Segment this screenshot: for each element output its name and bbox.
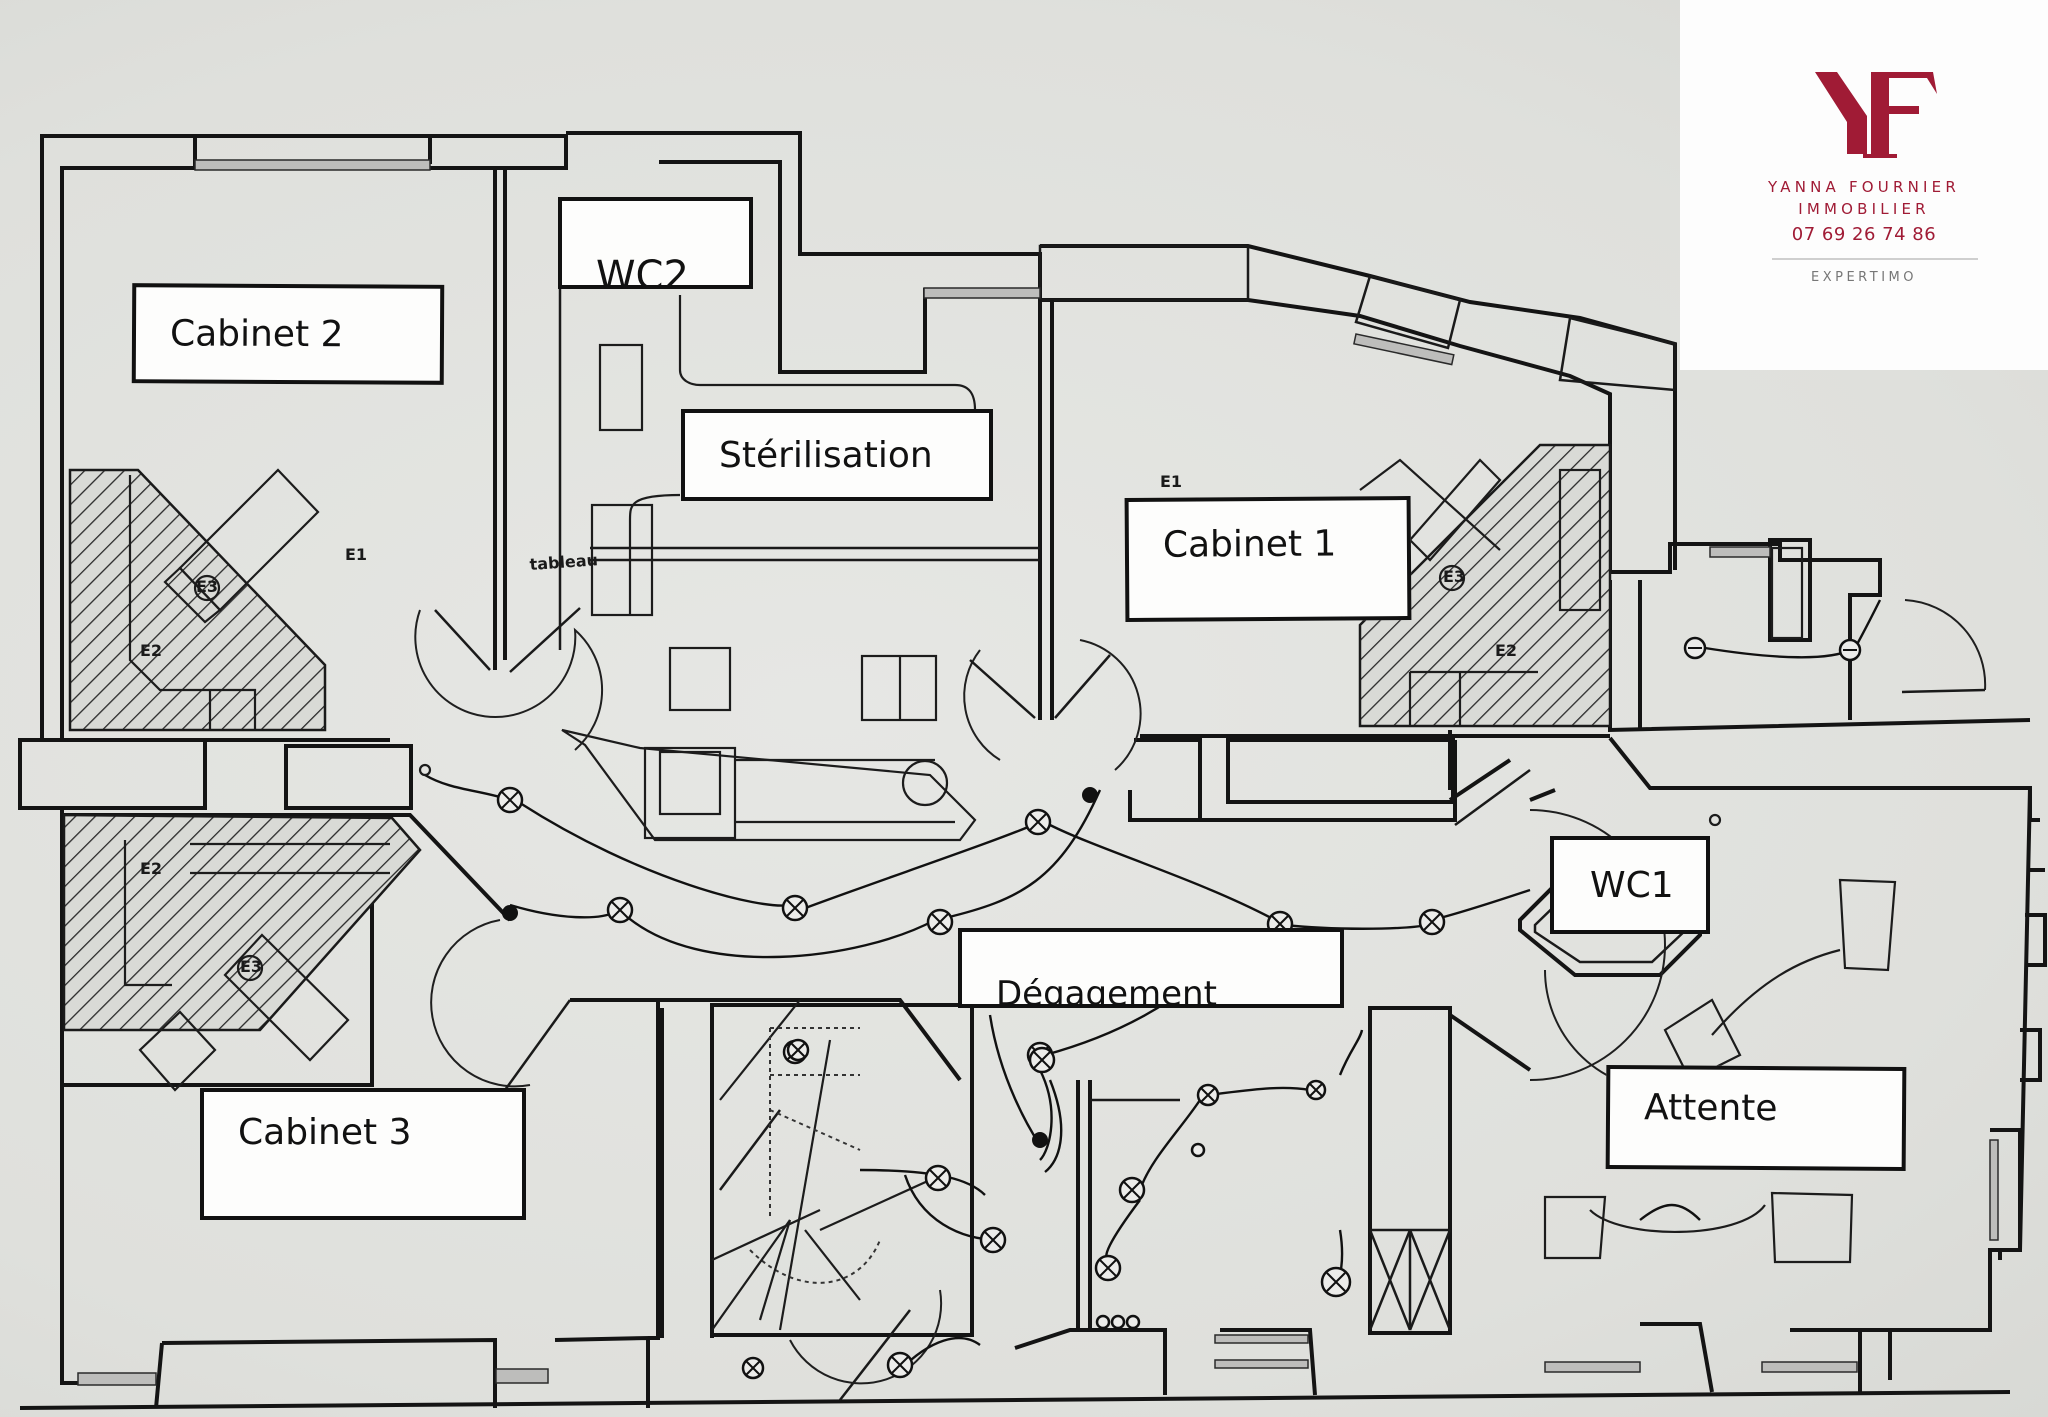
annotation-e2-cabinet3: E2 (140, 859, 162, 878)
staircase (711, 999, 931, 1331)
room-label-text: Stérilisation (719, 434, 933, 476)
ceiling-light (1024, 808, 1052, 836)
annotation-e3-cabinet2: E3 (196, 577, 218, 596)
divider (1772, 258, 1978, 260)
ceiling-light (1305, 1079, 1327, 1101)
annotation-e1-cabinet1: E1 (1160, 472, 1182, 491)
ceiling-light (606, 896, 634, 924)
ceiling-light (924, 1164, 952, 1192)
ceiling-light (1094, 1254, 1122, 1282)
switches (418, 763, 1722, 1148)
wall-light (1125, 1314, 1141, 1330)
windows (77, 159, 1999, 1386)
room-label-cabinet-3: Cabinet 3 (200, 1088, 526, 1220)
ceiling-light (1320, 1266, 1352, 1298)
agency-name: YANNA FOURNIER IMMOBILIER (1680, 176, 2048, 220)
annotation-e1-cabinet2: E1 (345, 545, 367, 564)
room-label-wc2: WC2 (558, 197, 753, 289)
room-label-sterilisation: Stérilisation (681, 409, 993, 501)
light-fixtures (496, 636, 1862, 1380)
switch-icon (418, 763, 432, 777)
annotation-tableau: tableau (529, 550, 599, 574)
room-label-cabinet-2: Cabinet 2 (131, 283, 445, 385)
wall-light (1095, 1314, 1111, 1330)
ceiling-light (1196, 1083, 1220, 1107)
socket-icon (502, 905, 518, 921)
ceiling-light (1683, 636, 1707, 660)
wall-light (1190, 1142, 1206, 1158)
switch-icon (1708, 813, 1722, 827)
electrical-wiring (424, 599, 1882, 1371)
ceiling-light (781, 894, 809, 922)
ceiling-light (926, 908, 954, 936)
room-label-text: WC2 (596, 253, 689, 289)
ceiling-light (979, 1226, 1007, 1254)
doors (414, 599, 1987, 1401)
room-label-cabinet-1: Cabinet 1 (1124, 496, 1412, 622)
ceiling-light (741, 1356, 765, 1380)
exterior-walls (19, 131, 2047, 1410)
furniture (123, 295, 1897, 1264)
room-label-attente: Attente (1605, 1064, 1907, 1172)
room-label-wc1: WC1 (1550, 836, 1710, 934)
ceiling-light (1028, 1046, 1056, 1074)
agency-logo-panel: YANNA FOURNIER IMMOBILIER 07 69 26 74 86… (1680, 0, 2048, 370)
room-label-text: Attente (1643, 1087, 1778, 1130)
wall-light (1110, 1314, 1126, 1330)
ceiling-light (1418, 908, 1446, 936)
ceiling-light (496, 786, 524, 814)
room-label-text: WC1 (1590, 864, 1674, 906)
ceiling-light (1838, 638, 1862, 662)
annotation-e3-cabinet3: E3 (240, 957, 262, 976)
annotation-e2-cabinet1: E2 (1495, 641, 1517, 660)
agency-phone: 07 69 26 74 86 (1791, 224, 1937, 245)
ceiling-light (1118, 1176, 1146, 1204)
room-label-degagement: Dégagement (958, 928, 1344, 1008)
ceiling-light (786, 1038, 810, 1062)
ceiling-light (886, 1351, 914, 1379)
annotation-e2-cabinet2: E2 (140, 641, 162, 660)
agency-name-line2: IMMOBILIER (1798, 200, 1930, 218)
handwritten-annotations: E1 E2 E3 E1 E2 E3 E2 E3 tableau (140, 472, 1517, 976)
room-label-text: Dégagement (996, 974, 1217, 1008)
room-label-text: Cabinet 2 (169, 312, 344, 355)
room-label-text: Cabinet 3 (238, 1112, 412, 1153)
socket-icon (1032, 1132, 1048, 1148)
yf-monogram-logo (1815, 72, 1937, 158)
annotation-e3-cabinet1: E3 (1443, 567, 1465, 586)
agency-name-line1: YANNA FOURNIER (1768, 178, 1960, 196)
socket-icon (1082, 787, 1098, 803)
room-label-text: Cabinet 1 (1162, 523, 1337, 566)
network-name: EXPERTIMO (1811, 270, 1917, 285)
interior-walls (18, 168, 1702, 1338)
